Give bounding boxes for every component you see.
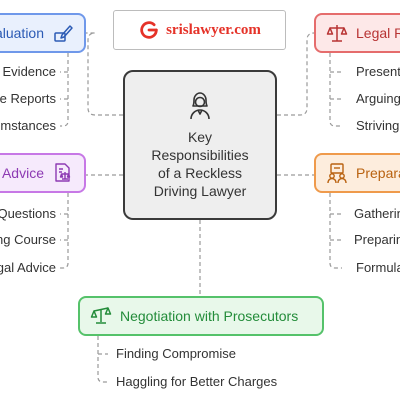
- scales-icon: [326, 22, 348, 44]
- list-item: Gathering Evidence: [354, 206, 400, 221]
- list-item: Finding Compromise: [116, 346, 236, 361]
- list-item: Arguing Defense: [356, 91, 400, 106]
- link-legal-items: [329, 53, 342, 127]
- link-center-evaluation: [86, 32, 123, 116]
- branch-label: Preparation: [356, 165, 400, 181]
- list-item: Haggling for Better Charges: [116, 374, 278, 389]
- watermark-logo: srislawyer.com: [113, 10, 286, 50]
- list-item: Analyzing Police Reports: [0, 91, 56, 106]
- team-clipboard-icon: [326, 162, 348, 184]
- list-item: Presenting Case: [356, 64, 400, 79]
- branch-legal-advice: Legal Advice: [0, 153, 86, 193]
- central-title: Key Responsibilities of a Reckless Drivi…: [151, 129, 249, 199]
- list-item: Formulating Strategy: [356, 260, 400, 275]
- list-item: Preparing Witnesses: [354, 232, 400, 247]
- link-advice-items: [60, 193, 69, 269]
- link-evaluation-items: [60, 53, 69, 127]
- list-item: Providing Legal Advice: [0, 260, 56, 275]
- list-item: Reviewing Evidence: [0, 64, 56, 79]
- branch-label: Legal Representation: [356, 25, 400, 41]
- branch-legal-representation: Legal Representation: [314, 13, 400, 53]
- document-scales-icon: [52, 162, 74, 184]
- branch-label: Legal Advice: [0, 165, 44, 181]
- branch-label: Case Evaluation: [0, 25, 44, 41]
- branch-preparation: Preparation: [314, 153, 400, 193]
- central-node: Key Responsibilities of a Reckless Drivi…: [123, 70, 277, 220]
- watermark-text: srislawyer.com: [166, 21, 261, 38]
- balance-scale-icon: [90, 305, 112, 327]
- list-item: Recommending Course: [0, 232, 56, 247]
- branch-label: Negotiation with Prosecutors: [120, 308, 299, 324]
- pen-document-icon: [52, 22, 74, 44]
- lawyer-icon: [183, 88, 217, 122]
- branch-case-evaluation: Case Evaluation: [0, 13, 86, 53]
- g-logo-icon: [138, 19, 160, 41]
- link-nego-items: [97, 336, 108, 383]
- list-item: Answering Questions: [0, 206, 56, 221]
- list-item: Striving for Best Outcome: [356, 118, 400, 133]
- branch-negotiation: Negotiation with Prosecutors: [78, 296, 324, 336]
- list-item: Assessing Circumstances: [0, 118, 56, 133]
- link-prep-items: [329, 193, 342, 269]
